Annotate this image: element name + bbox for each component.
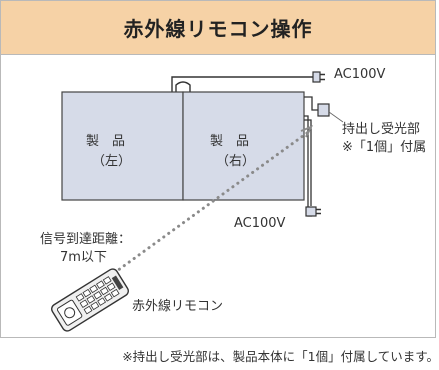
diagram-frame: 赤外線リモコン操作 (0, 0, 436, 338)
footer-note: ※持出し受光部は、製品本体に「1個」付属しています。 (122, 349, 439, 364)
receiver-label: 持出し受光部 (342, 122, 421, 137)
remote-control-icon (51, 268, 129, 332)
remote-label: 赤外線リモコン (132, 299, 224, 314)
signal-range-value: 7m以下 (60, 250, 107, 265)
plug-top-icon (312, 71, 325, 83)
infrared-signal-path (108, 131, 309, 278)
product-right (182, 91, 305, 201)
signal-range-label: 信号到達距離： (40, 232, 132, 247)
receiver-cord (304, 96, 318, 111)
plug-bottom-icon (305, 206, 321, 217)
product-right-position: （右） (216, 154, 256, 169)
product-left-position: （左） (92, 154, 132, 169)
product-left-name: 製 品 (86, 134, 126, 149)
receiver-leader-line (328, 111, 344, 123)
receiver-note: ※「1個」付属 (342, 140, 427, 155)
power-label-top: AC100V (334, 67, 386, 82)
signal-arrow (300, 125, 314, 138)
product-right-name: 製 品 (210, 134, 250, 149)
receiver-unit-icon (317, 103, 330, 117)
product-left (61, 91, 184, 201)
page-title: 赤外線リモコン操作 (123, 17, 313, 41)
header-bar: 赤外線リモコン操作 (1, 1, 435, 55)
power-cord-bottom-2 (304, 119, 312, 206)
power-cord-top (171, 76, 314, 92)
power-cord-link (175, 81, 191, 92)
power-label-bottom: AC100V (234, 216, 286, 231)
